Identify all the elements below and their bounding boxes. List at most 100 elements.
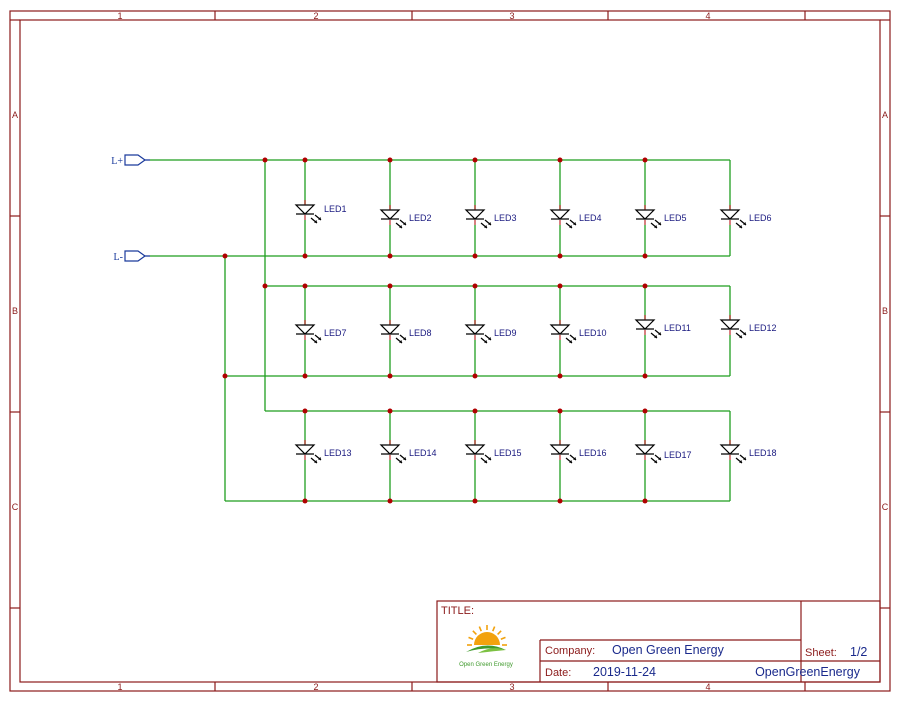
outer-frame	[9, 10, 891, 692]
junction-dot	[557, 253, 563, 259]
junction-dot	[302, 253, 308, 259]
led-9[interactable]: LED9	[464, 320, 517, 344]
led-18[interactable]: LED18	[719, 440, 777, 464]
junction-dot	[302, 373, 308, 379]
zone-column-4-bottom: 4	[705, 682, 710, 692]
junction-dot	[557, 373, 563, 379]
port-l-plus-flag[interactable]	[124, 154, 147, 166]
port-l-minus[interactable]: L-	[114, 250, 150, 263]
junction-dot	[302, 498, 308, 504]
zone-row-A-right: A	[882, 110, 888, 120]
led-3[interactable]: LED3	[464, 205, 517, 229]
led-diode-icon	[464, 324, 486, 335]
junction-dot	[472, 283, 478, 289]
port-l-minus-flag[interactable]	[124, 250, 147, 262]
led-4[interactable]: LED4	[549, 205, 602, 229]
junction-dot	[302, 283, 308, 289]
junctions	[222, 157, 648, 504]
junction-dot	[642, 157, 648, 163]
junction-dot	[387, 498, 393, 504]
led-11[interactable]: LED11	[634, 315, 691, 339]
junction-dot	[472, 253, 478, 259]
author-value: OpenGreenEnergy	[755, 665, 861, 679]
junction-dot	[387, 373, 393, 379]
led-1[interactable]: LED1	[294, 200, 347, 224]
led-label: LED12	[749, 323, 777, 333]
junction-dot	[642, 408, 648, 414]
junction-dot	[642, 373, 648, 379]
led-label: LED4	[579, 213, 602, 223]
led-label: LED9	[494, 328, 517, 338]
junction-dot	[642, 283, 648, 289]
led-label: LED2	[409, 213, 432, 223]
port-l-minus-label: L-	[114, 252, 123, 263]
led-diode-icon	[464, 209, 486, 220]
led-diode-icon	[634, 319, 656, 330]
led-diode-icon	[379, 209, 401, 220]
junction-dot	[302, 157, 308, 163]
zone-row-C-right: C	[882, 502, 889, 512]
led-8[interactable]: LED8	[379, 320, 432, 344]
led-label: LED15	[494, 448, 522, 458]
led-15[interactable]: LED15	[464, 440, 522, 464]
led-label: LED8	[409, 328, 432, 338]
led-label: LED5	[664, 213, 687, 223]
port-l-plus[interactable]: L+	[111, 154, 150, 167]
led-2[interactable]: LED2	[379, 205, 432, 229]
title-block: TITLE: Open Green Energy Company: Open G…	[436, 600, 881, 683]
junction-dot	[557, 157, 563, 163]
junction-dot	[642, 253, 648, 259]
led-diode-icon	[464, 444, 486, 455]
junction-dot	[472, 157, 478, 163]
led-diode-icon	[549, 209, 571, 220]
zone-column-1-bottom: 1	[117, 682, 122, 692]
led-diode-icon	[719, 209, 741, 220]
zone-row-A-left: A	[12, 110, 18, 120]
zone-row-C-left: C	[12, 502, 19, 512]
led-label: LED1	[324, 204, 347, 214]
zone-column-3-bottom: 3	[509, 682, 514, 692]
date-label: Date:	[545, 667, 571, 679]
led-diode-icon	[634, 209, 656, 220]
led-diode-icon	[294, 204, 316, 215]
led-16[interactable]: LED16	[549, 440, 607, 464]
zone-ticks	[10, 11, 890, 691]
led-label: LED14	[409, 448, 437, 458]
led-5[interactable]: LED5	[634, 205, 687, 229]
led-diode-icon	[549, 444, 571, 455]
junction-dot	[222, 373, 228, 379]
junction-dot	[387, 157, 393, 163]
junction-dot	[262, 283, 268, 289]
led-label: LED13	[324, 448, 352, 458]
zone-column-2-bottom: 2	[313, 682, 318, 692]
junction-dot	[262, 157, 268, 163]
port-l-plus-label: L+	[111, 156, 123, 167]
title-block-frame	[436, 600, 881, 683]
junction-dot	[387, 283, 393, 289]
company-value: Open Green Energy	[612, 643, 725, 657]
led-13[interactable]: LED13	[294, 440, 352, 464]
led-diode-icon	[379, 324, 401, 335]
led-6[interactable]: LED6	[719, 205, 772, 229]
date-value: 2019-11-24	[593, 665, 656, 679]
sheet-value: 1/2	[850, 645, 867, 659]
led-label: LED17	[664, 450, 692, 460]
zone-row-B-left: B	[12, 306, 18, 316]
led-7[interactable]: LED7	[294, 320, 347, 344]
junction-dot	[387, 408, 393, 414]
led-10[interactable]: LED10	[549, 320, 607, 344]
led-17[interactable]: LED17	[634, 440, 692, 464]
led-14[interactable]: LED14	[379, 440, 437, 464]
junction-dot	[472, 408, 478, 414]
zone-column-4-top: 4	[705, 11, 710, 21]
led-diode-icon	[549, 324, 571, 335]
led-12[interactable]: LED12	[719, 315, 777, 339]
led-label: LED11	[664, 323, 691, 333]
sheet-label: Sheet:	[805, 647, 837, 659]
led-diode-icon	[719, 444, 741, 455]
junction-dot	[472, 498, 478, 504]
zone-column-2-top: 2	[313, 11, 318, 21]
